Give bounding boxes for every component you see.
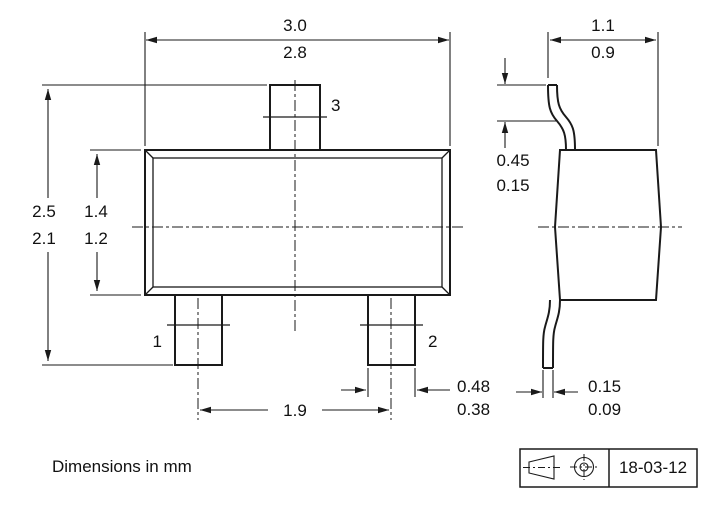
side-top-lead [556, 84, 576, 151]
title-block: 18-03-12 [519, 448, 698, 488]
side-body-outline [553, 149, 663, 301]
dim-body-height-min: 1.2 [84, 229, 108, 248]
dim-body-height-max: 1.4 [84, 202, 108, 221]
front-view: 3.0 2.8 3 2.5 2.1 1.4 1.2 1 2 1.9 0.48 0… [32, 16, 490, 420]
projection-frustum [528, 455, 555, 480]
dim-overall-height-min: 2.1 [32, 229, 56, 248]
side-top-lead [547, 84, 567, 151]
dim-width-min: 2.8 [283, 43, 307, 62]
side-bottom-lead [542, 299, 551, 369]
dim-lead-thickness-min: 0.09 [588, 400, 621, 419]
package-body-outline [144, 149, 451, 296]
dim-lead-foot-max: 0.45 [496, 151, 529, 170]
first-angle-projection-icon [523, 454, 598, 480]
dim-thickness-min: 0.9 [591, 43, 615, 62]
package-body-inner-outline [152, 157, 443, 288]
pin2-label: 2 [428, 332, 437, 351]
dim-pin-width-max: 0.48 [457, 377, 490, 396]
dim-lead-thickness-max: 0.15 [588, 377, 621, 396]
dim-pin-width-min: 0.38 [457, 400, 490, 419]
dim-pin-pitch: 1.9 [283, 401, 307, 420]
drawing-date: 18-03-12 [619, 458, 687, 477]
side-view: 1.1 0.9 0.45 0.15 0.15 0.09 [496, 16, 682, 419]
dimensions-note: Dimensions in mm [52, 457, 192, 476]
dim-overall-height-max: 2.5 [32, 202, 56, 221]
pin3-label: 3 [331, 96, 340, 115]
package-body-chamfer-lines [144, 149, 451, 296]
side-bottom-lead [552, 299, 561, 369]
dim-lead-foot-min: 0.15 [496, 176, 529, 195]
pin1-label: 1 [153, 332, 162, 351]
footer: Dimensions in mm 18-03-12 [52, 448, 698, 488]
dim-thickness-max: 1.1 [591, 16, 615, 35]
dim-width-max: 3.0 [283, 16, 307, 35]
